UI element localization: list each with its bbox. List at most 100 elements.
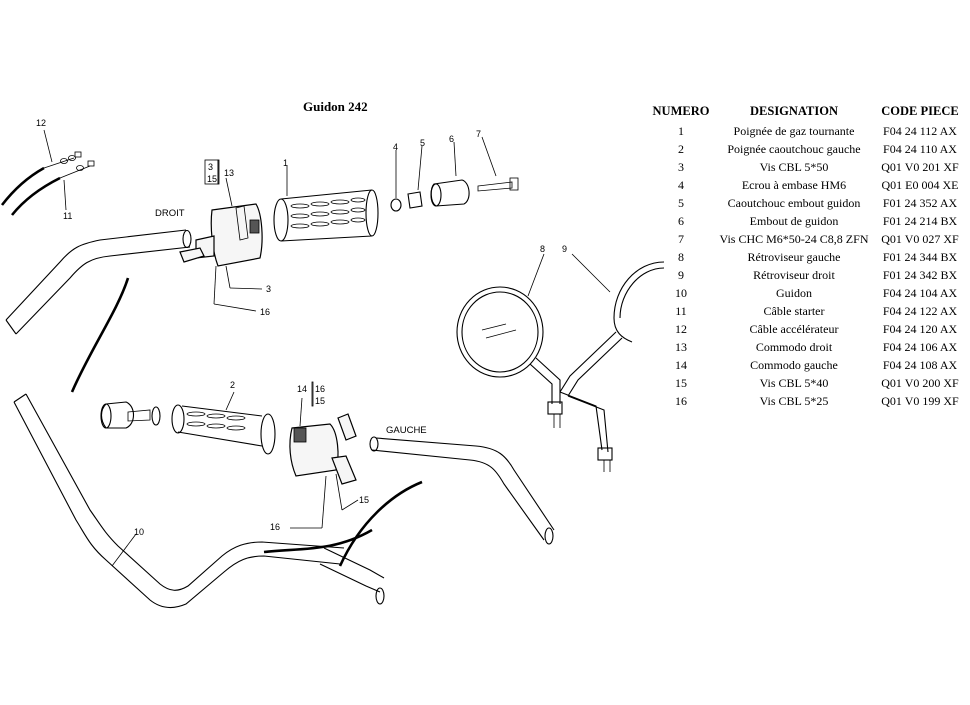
callout-label: 3 [266,284,271,294]
right-mirror [559,253,665,472]
part-number-cell: 2 [678,141,684,156]
callout-label: 9 [562,244,567,254]
left-switch-assembly [289,397,359,529]
designation-cell: Commodo droit [755,339,833,354]
designation-cell: Poignée de gaz tournante [733,123,855,138]
callout-label: 15 [315,396,325,406]
designation-cell: Caoutchouc embout guidon [727,195,861,210]
part-number-cell: 8 [678,249,684,264]
part-number-cell: 13 [675,339,687,354]
code-piece-cell: F01 24 342 BX [882,267,958,282]
callout-label: 13 [224,168,234,178]
code-piece-cell: F01 24 352 AX [882,195,958,210]
parts-table: NUMERO DESIGNATION CODE PIECE 1 Poignée d… [648,104,966,410]
bar-end-parts [390,136,519,212]
throttle-and-choke-cables [0,129,95,216]
callout-label: 6 [449,134,454,144]
code-piece-cell: F04 24 122 AX [882,303,958,318]
code-piece-cell: F01 24 214 BX [882,213,958,228]
code-piece-cell: F01 24 344 BX [882,249,958,264]
code-piece-cell: Q01 V0 199 XF [881,393,959,408]
part-number-cell: 16 [675,393,687,408]
designation-cell: Vis CBL 5*50 [759,159,829,174]
table-row: 11 Câble starter F04 24 122 AX [648,302,966,320]
table-row: 10 Guidon F04 24 104 AX [648,284,966,302]
callout-numbers: 12 11 3 15 13 1 4 5 6 7 3 16 8 9 2 14 16… [36,118,567,537]
designation-cell: Câble starter [763,303,825,318]
parts-table-header: NUMERO DESIGNATION CODE PIECE [648,104,966,122]
code-piece-cell: F04 24 120 AX [882,321,958,336]
part-number-cell: 6 [678,213,684,228]
table-row: 2 Poignée caoutchouc gauche F04 24 110 AX [648,140,966,158]
callout-label: 5 [420,138,425,148]
handlebar [13,393,555,609]
part-number-cell: 5 [678,195,684,210]
throttle-grip [273,166,379,242]
designation-cell: Vis CBL 5*40 [759,375,829,390]
part-number-cell: 3 [678,159,684,174]
callout-label: 8 [540,244,545,254]
code-piece-cell: Q01 V0 201 XF [881,159,959,174]
code-piece-cell: F04 24 108 AX [882,357,958,372]
upper-handlebar-right [5,229,192,393]
designation-cell: Vis CHC M6*50-24 C8,8 ZFN [719,231,869,246]
callout-label: 16 [270,522,280,532]
part-number-cell: 9 [678,267,684,282]
callout-label: 11 [63,211,72,221]
table-row: 5 Caoutchouc embout guidon F01 24 352 AX [648,194,966,212]
right-side-label: DROIT [155,208,185,219]
designation-cell: Embout de guidon [749,213,839,228]
callout-label: 1 [283,158,288,168]
code-piece-cell: F04 24 106 AX [882,339,958,354]
part-number-cell: 1 [678,123,684,138]
callout-label: 10 [134,527,144,537]
callout-label: 3 [208,162,213,172]
callout-label: 16 [315,384,325,394]
left-grip [100,391,276,455]
designation-cell: Rétroviseur droit [753,267,835,282]
diagram-title: Guidon 242 [303,99,368,114]
table-row: 12 Câble accélérateur F04 24 120 AX [648,320,966,338]
part-number-cell: 12 [675,321,687,336]
callout-label: 7 [476,129,481,139]
callout-label: 12 [36,118,46,128]
part-number-cell: 11 [675,303,687,318]
callout-label: 14 [297,384,307,394]
callout-label: 4 [393,142,398,152]
code-piece-cell: Q01 V0 027 XF [881,231,959,246]
part-number-cell: 4 [678,177,684,192]
table-row: 3 Vis CBL 5*50 Q01 V0 201 XF [648,158,966,176]
callout-label: 2 [230,380,235,390]
code-piece-cell: Q01 E0 004 XE [881,177,959,192]
code-piece-cell: F04 24 110 AX [883,141,957,156]
callout-label: 15 [359,495,369,505]
designation-cell: Poignée caoutchouc gauche [727,141,861,156]
part-number-cell: 10 [675,285,687,300]
callout-label: 15 [207,174,217,184]
right-switch-assembly [179,177,263,312]
part-number-cell: 15 [675,375,687,390]
code-piece-cell: F04 24 104 AX [882,285,958,300]
designation-cell: Guidon [776,285,812,300]
left-side-label: GAUCHE [386,425,427,436]
designation-cell: Câble accélérateur [749,321,839,336]
header-numero: NUMERO [652,104,710,118]
designation-cell: Vis CBL 5*25 [759,393,829,408]
table-row: 6 Embout de guidon F01 24 214 BX [648,212,966,230]
table-row: 9 Rétroviseur droit F01 24 342 BX [648,266,966,284]
left-mirror [456,253,563,428]
part-number-cell: 14 [675,357,687,372]
designation-cell: Commodo gauche [750,357,838,372]
table-row: 13 Commodo droit F04 24 106 AX [648,338,966,356]
header-code-piece: CODE PIECE [881,104,959,118]
callout-label: 16 [260,307,270,317]
table-row: 16 Vis CBL 5*25 Q01 V0 199 XF [648,392,966,410]
